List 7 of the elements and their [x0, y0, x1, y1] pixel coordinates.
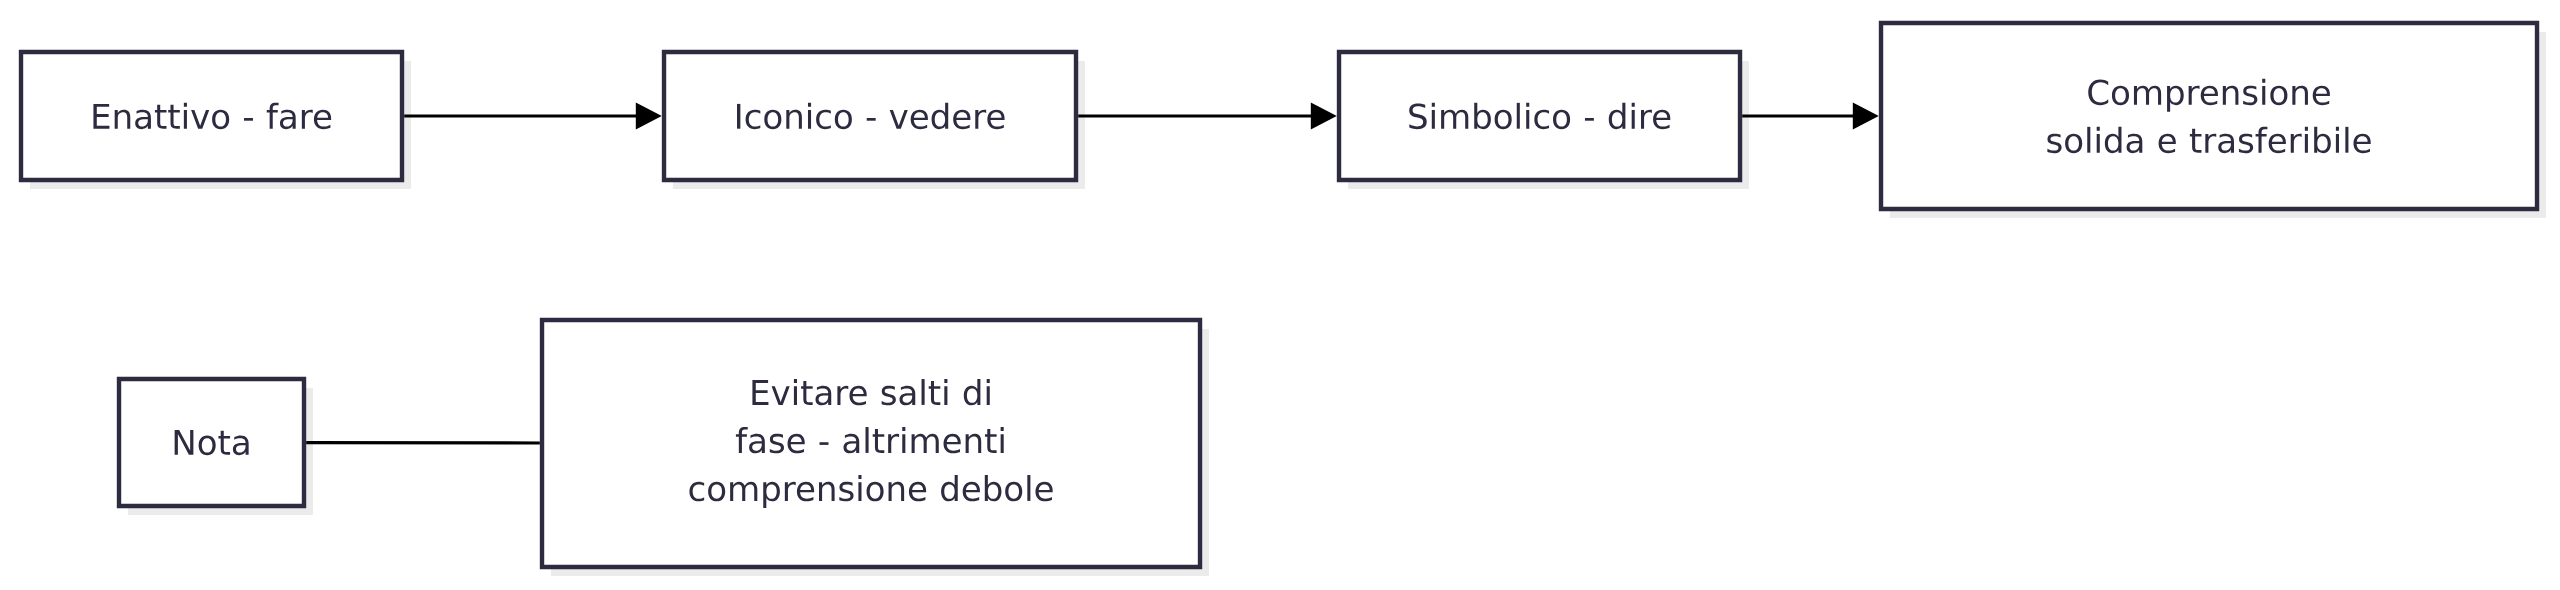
process-box: Nota	[116, 376, 313, 515]
process-box: Comprensione solida e trasferibile	[1878, 20, 2546, 218]
process-box: Simbolico - dire	[1336, 49, 1749, 189]
process-box: Iconico - vedere	[661, 49, 1085, 189]
process-box: Enattivo - fare	[18, 49, 411, 189]
process-box: Evitare salti di fase - altrimenti comprensione debole	[539, 317, 1209, 576]
connector-line	[306, 441, 540, 445]
